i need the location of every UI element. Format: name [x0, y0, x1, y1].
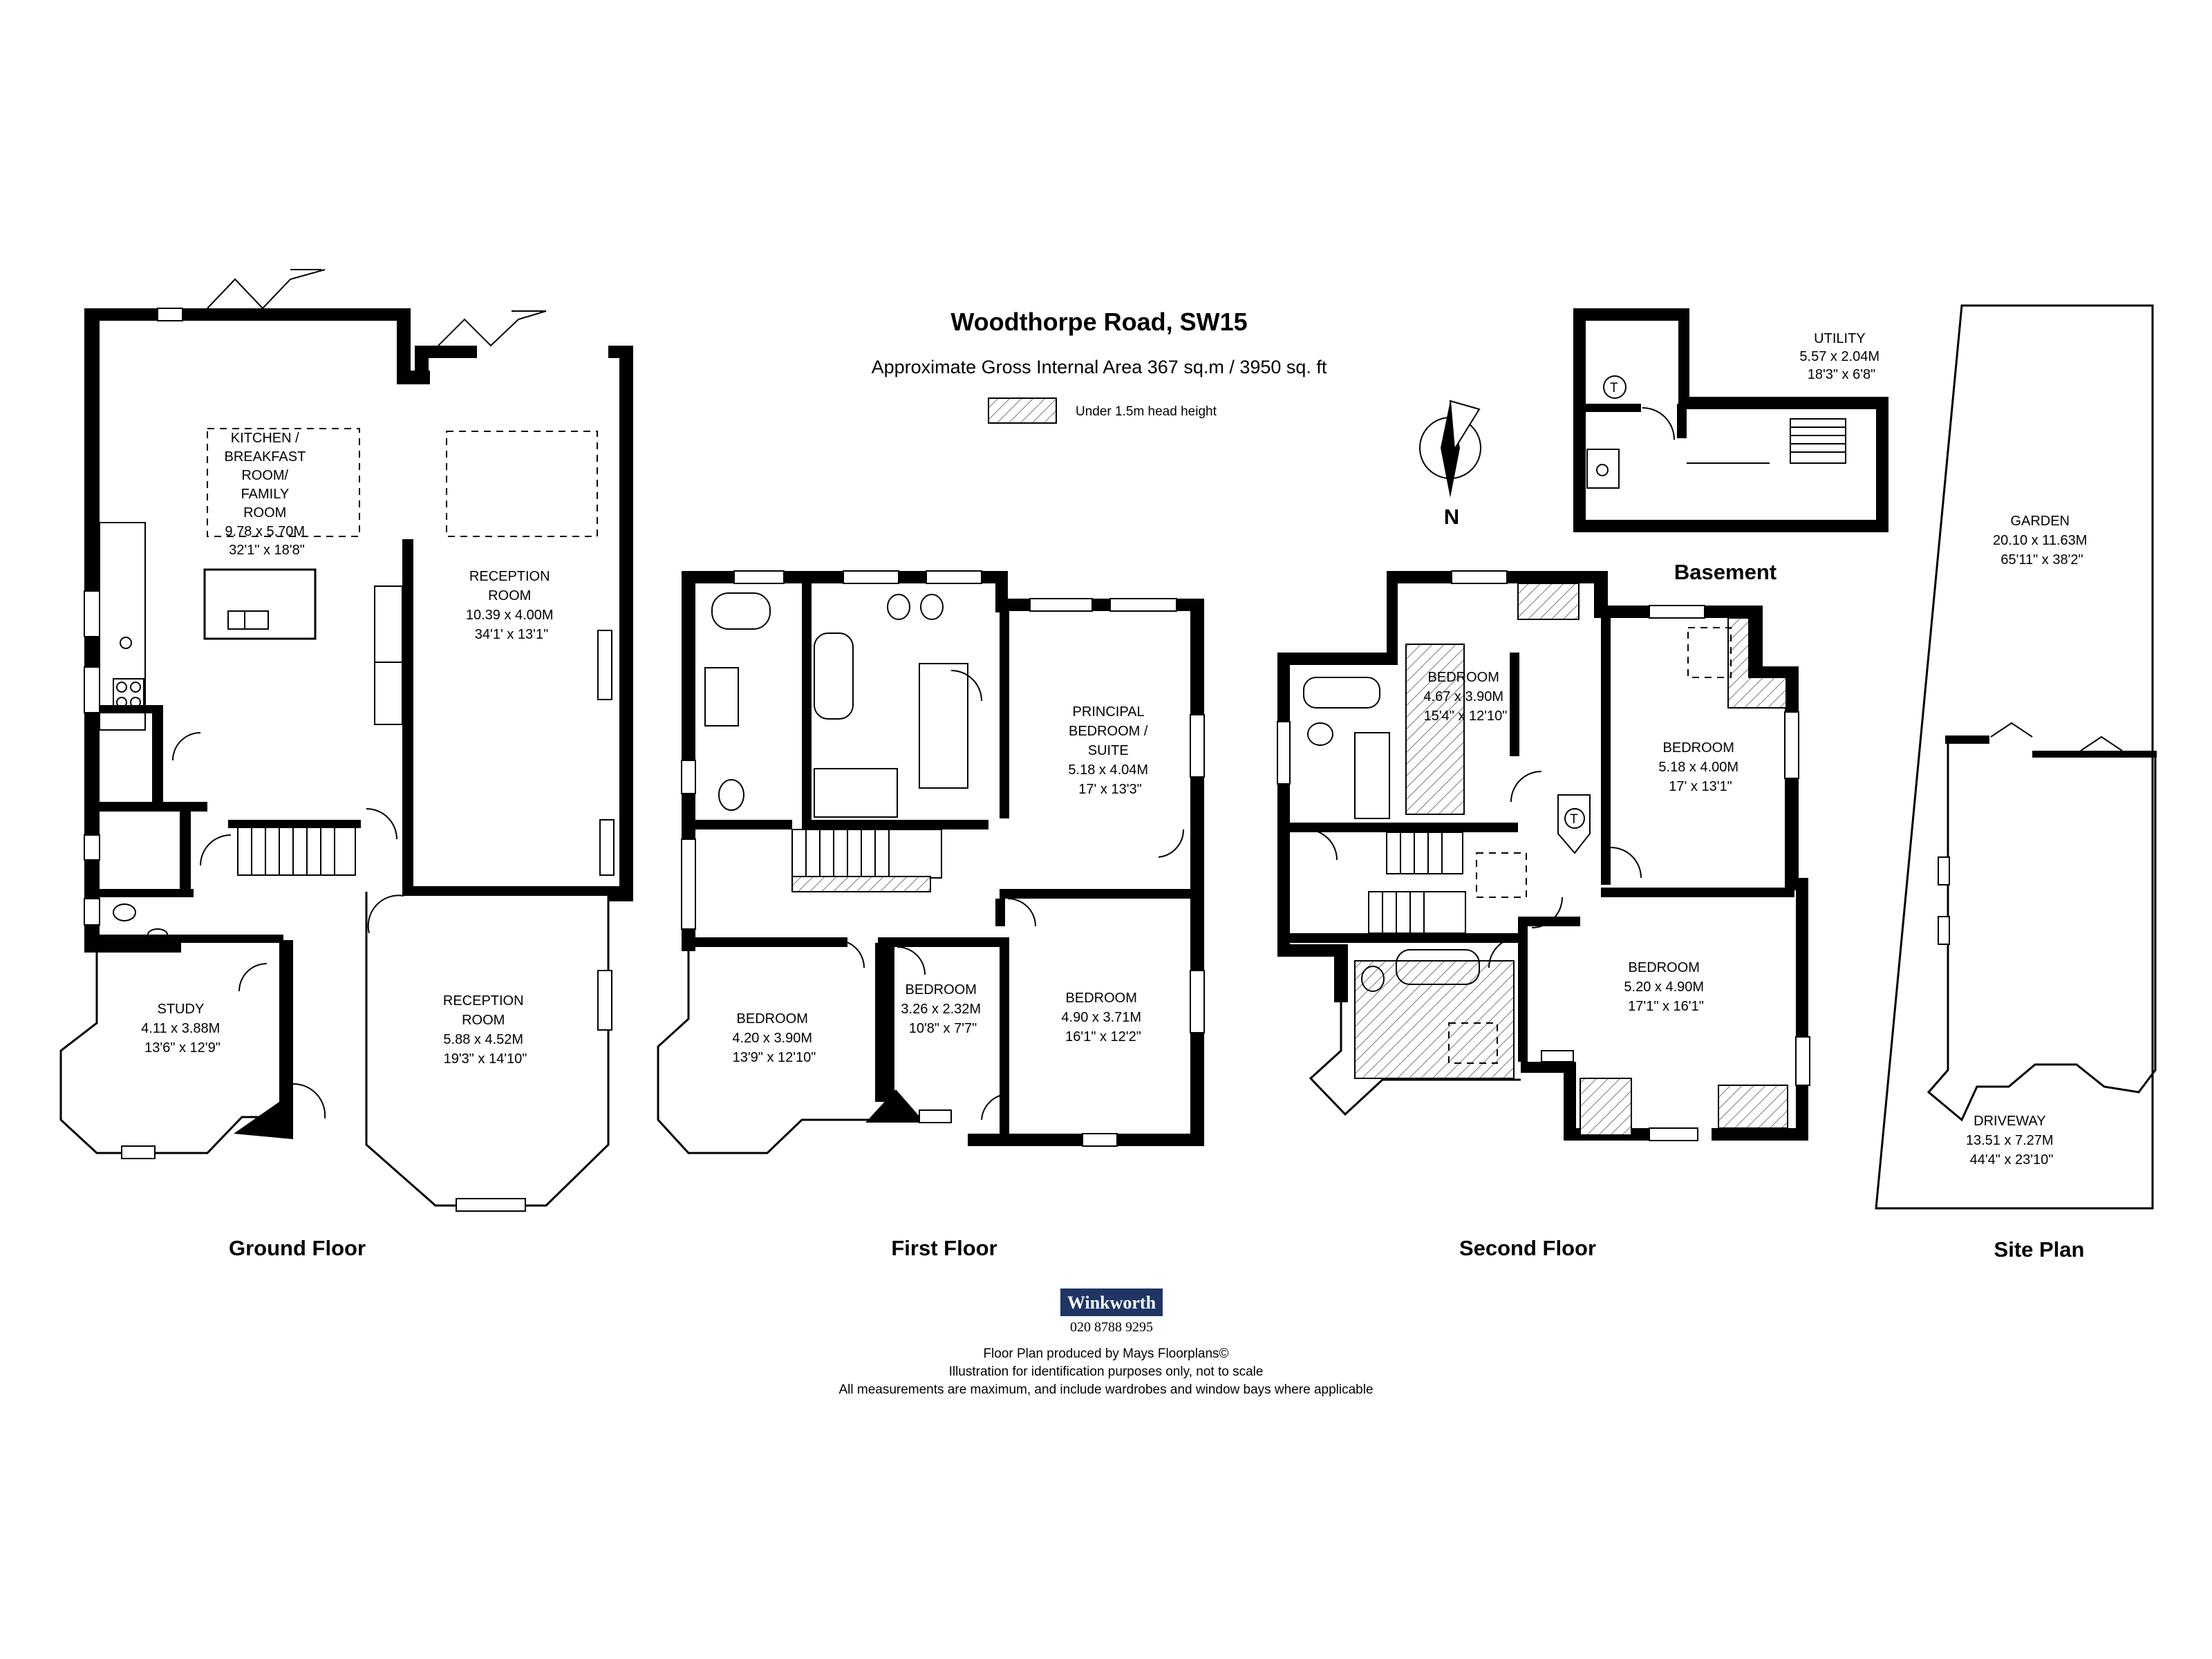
label-first-floor: First Floor: [891, 1236, 997, 1260]
area-driveway: DRIVEWAY 13.51 x 7.27M 44'4" x 23'10": [1966, 1114, 2057, 1168]
room-second-bedroom-1: BEDROOM 4.67 x 3.90M 15'4" x 12'10": [1423, 670, 1507, 724]
site-plan: [1875, 304, 2157, 1210]
footer-line-2: Illustration for identification purposes…: [949, 1365, 1264, 1379]
first-floor-plan: [657, 570, 1205, 1154]
tank-symbol: T: [1570, 812, 1578, 827]
room-principal-bedroom: PRINCIPAL BEDROOM / SUITE 5.18 x 4.04M 1…: [1068, 704, 1152, 797]
room-first-bedroom-1: BEDROOM 4.20 x 3.90M 13'9" x 12'10": [732, 1011, 816, 1065]
ground-floor-plan: [59, 269, 633, 1212]
label-basement: Basement: [1674, 560, 1777, 584]
second-floor-plan: T: [1277, 570, 1810, 1141]
north-compass-icon: N: [1419, 400, 1481, 529]
room-second-bedroom-2: BEDROOM 5.18 x 4.00M 17' x 13'1": [1658, 740, 1742, 794]
brand-name: Winkworth: [1067, 1293, 1156, 1313]
area-summary: Approximate Gross Internal Area 367 sq.m…: [872, 357, 1327, 377]
room-first-bedroom-3: BEDROOM 4.90 x 3.71M 16'1" x 12'2": [1061, 991, 1145, 1044]
room-first-bedroom-2: BEDROOM 3.26 x 2.32M 10'8" x 7'7": [901, 982, 984, 1036]
label-second-floor: Second Floor: [1459, 1236, 1596, 1260]
room-reception-2: RECEPTION ROOM 5.88 x 4.52M 19'3" x 14'1…: [443, 993, 527, 1067]
footer-line-3: All measurements are maximum, and includ…: [838, 1382, 1373, 1397]
legend-label: Under 1.5m head height: [1076, 404, 1217, 419]
room-reception-1: RECEPTION ROOM 10.39 x 4.00M 34'1' x 13'…: [466, 569, 557, 642]
room-utility: UTILITY 5.57 x 2.04M 18'3" x 6'8": [1799, 331, 1883, 382]
legend-hatch-swatch: [988, 397, 1057, 424]
label-site-plan: Site Plan: [1994, 1237, 2085, 1262]
label-ground-floor: Ground Floor: [229, 1236, 366, 1260]
page-title: Woodthorpe Road, SW15: [950, 308, 1247, 336]
room-study: STUDY 4.11 x 3.88M 13'6" x 12'9": [141, 1002, 224, 1056]
room-kitchen: KITCHEN / BREAKFAST ROOM/ FAMILY ROOM 9.…: [224, 431, 309, 558]
brand-phone: 020 8788 9295: [1070, 1320, 1153, 1335]
window: [157, 308, 183, 321]
brand-logo: [1060, 1288, 1163, 1316]
area-garden: GARDEN 20.10 x 11.63M 65'11" x 38'2": [1993, 514, 2091, 568]
room-second-bedroom-3: BEDROOM 5.20 x 4.90M 17'1" x 16'1": [1624, 960, 1707, 1014]
basement-tank-symbol: T: [1610, 381, 1618, 395]
basement-plan: T: [1573, 308, 1888, 532]
footer-line-1: Floor Plan produced by Mays Floorplans©: [983, 1347, 1228, 1361]
compass-label: N: [1444, 505, 1459, 529]
